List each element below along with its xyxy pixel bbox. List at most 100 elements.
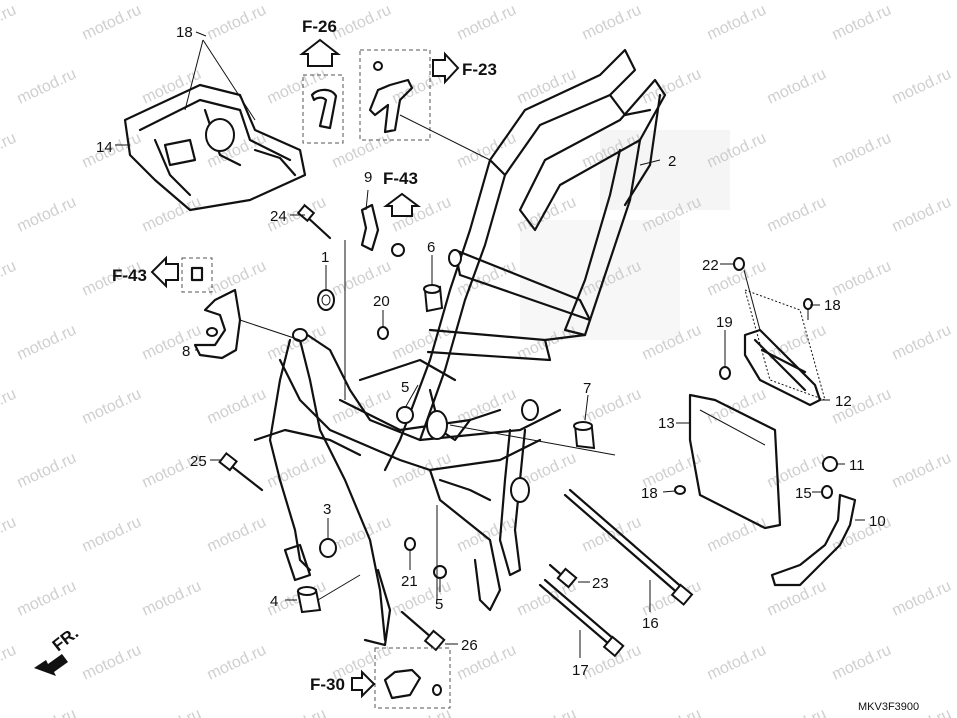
cover-part-13	[688, 393, 782, 530]
grommet-part-11	[822, 456, 838, 472]
callout-5-lower: 5	[435, 596, 443, 613]
callout-16: 16	[642, 615, 659, 632]
callout-18-top: 18	[176, 24, 193, 41]
watermark-text: motod.ru	[15, 706, 79, 718]
callout-1: 1	[321, 249, 329, 266]
callout-24: 24	[270, 208, 287, 225]
watermark-text: motod.ru	[265, 66, 329, 108]
bushing-part-6	[423, 284, 444, 313]
callout-18-lower: 18	[641, 485, 658, 502]
bushing-part-3	[319, 538, 337, 558]
bolt-part-26	[400, 610, 446, 652]
regulator-part-12	[743, 328, 822, 407]
watermark-text: motod.ru	[330, 2, 394, 44]
watermark-text: motod.ru	[80, 514, 144, 556]
watermark-text: motod.ru	[390, 706, 454, 718]
callout-4: 4	[270, 593, 278, 610]
watermark-text: motod.ru	[515, 706, 579, 718]
watermark-text: motod.ru	[140, 578, 204, 620]
watermark-text: motod.ru	[140, 194, 204, 236]
watermark-text: motod.ru	[705, 642, 769, 684]
main-frame	[253, 48, 667, 647]
callout-10: 10	[869, 513, 886, 530]
watermark-text: motod.ru	[890, 322, 954, 364]
watermark-text: motod.ru	[80, 2, 144, 44]
watermark-text: motod.ru	[765, 194, 829, 236]
watermark-text: motod.ru	[890, 578, 954, 620]
watermark-text: motod.ru	[205, 642, 269, 684]
watermark-text: motod.ru	[0, 514, 19, 556]
bracket-part-9	[360, 203, 405, 257]
watermark-text: motod.ru	[15, 194, 79, 236]
watermark-text: motod.ru	[390, 450, 454, 492]
watermark-text: motod.ru	[515, 66, 579, 108]
callout-20: 20	[373, 293, 390, 310]
f43-left-ref-arrow	[150, 255, 179, 289]
watermark-text: motod.ru	[830, 258, 894, 300]
watermark-text: motod.ru	[0, 386, 19, 428]
front-direction-label: FR.	[49, 623, 82, 655]
nut-part-22	[733, 257, 745, 271]
watermark-text: motod.ru	[15, 450, 79, 492]
watermark-text: motod.ru	[890, 66, 954, 108]
nut-part-21	[404, 537, 416, 551]
bracket-part-8	[193, 288, 242, 360]
watermark-text: motod.ru	[390, 578, 454, 620]
callout-6: 6	[427, 239, 435, 256]
callout-25: 25	[190, 453, 207, 470]
front-direction-arrow	[34, 654, 68, 676]
regulator-group-outline	[744, 289, 826, 401]
watermark-text: motod.ru	[705, 2, 769, 44]
nut-part-19	[719, 366, 731, 380]
bracket-part-10	[770, 493, 857, 587]
watermark-text: motod.ru	[830, 2, 894, 44]
watermark-text: motod.ru	[390, 322, 454, 364]
watermark-text: motod.ru	[15, 578, 79, 620]
bushing-part-1	[317, 289, 335, 311]
watermark-text: motod.ru	[0, 642, 19, 684]
tray-part-14	[123, 83, 307, 212]
watermark-text: motod.ru	[205, 514, 269, 556]
f23-ref-arrow	[432, 51, 460, 85]
watermark-text: motod.ru	[890, 194, 954, 236]
callout-17: 17	[572, 662, 589, 679]
callout-23: 23	[592, 575, 609, 592]
watermark-text: motod.ru	[830, 130, 894, 172]
watermark-text: motod.ru	[140, 706, 204, 718]
bolt-part-23	[548, 563, 578, 589]
watermark-text: motod.ru	[205, 2, 269, 44]
callout-7: 7	[583, 380, 591, 397]
watermark-text: motod.ru	[640, 578, 704, 620]
ref-f43-left: F-43	[112, 266, 147, 285]
f43-upper-ref-arrow	[383, 192, 421, 217]
callout-12: 12	[835, 393, 852, 410]
callout-labels: 18 14 9 24 1 20 6 5 7 2 22 18 19 12 13 1…	[96, 24, 886, 679]
callout-21: 21	[401, 573, 418, 590]
watermark-text: motod.ru	[330, 130, 394, 172]
bolt-part-24	[296, 203, 332, 240]
bolt-part-18-upper	[803, 298, 813, 320]
nut-part-15	[821, 485, 833, 499]
f26-clip-group	[302, 74, 344, 144]
callout-2: 2	[668, 153, 676, 170]
watermark-text: motod.ru	[455, 2, 519, 44]
callout-9: 9	[364, 169, 372, 186]
callout-13: 13	[658, 415, 675, 432]
watermark-text: motod.ru	[455, 130, 519, 172]
watermark-text: motod.ru	[765, 706, 829, 718]
f30-ref-arrow	[351, 669, 376, 699]
watermark-text: motod.ru	[80, 642, 144, 684]
long-bolt-part-17	[538, 578, 625, 658]
watermark-text: motod.ru	[15, 66, 79, 108]
ref-f26: F-26	[302, 17, 337, 36]
callout-14: 14	[96, 139, 113, 156]
watermark-text: motod.ru	[890, 450, 954, 492]
watermark-text: motod.ru	[15, 322, 79, 364]
watermark-text: motod.ru	[0, 130, 19, 172]
watermark-text: motod.ru	[205, 258, 269, 300]
watermark-text: motod.ru	[580, 2, 644, 44]
callout-19: 19	[716, 314, 733, 331]
callout-22: 22	[702, 257, 719, 274]
diagram-code: MKV3F3900	[858, 701, 919, 713]
